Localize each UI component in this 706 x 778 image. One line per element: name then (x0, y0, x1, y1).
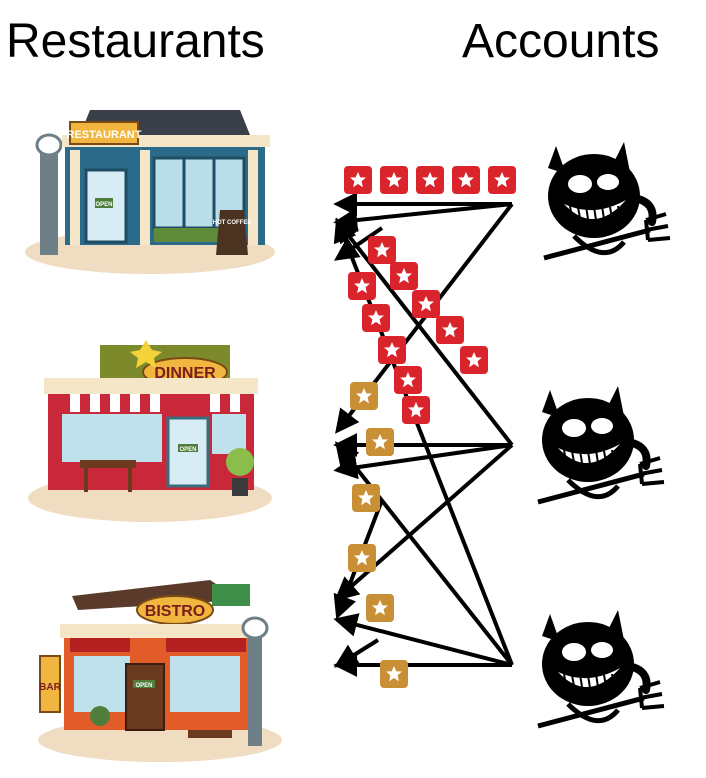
review-tiles (344, 166, 516, 688)
five-star-tile (452, 166, 480, 194)
five-star-tile (378, 336, 406, 364)
restaurant-door-sign-3: OPEN (135, 683, 152, 689)
one-star-tile (380, 660, 408, 688)
one-star-tile (366, 428, 394, 456)
restaurant-board-1: HOT COFFEE (213, 220, 252, 226)
five-star-tile (394, 366, 422, 394)
restaurants-heading: Restaurants (6, 15, 265, 68)
restaurant-building-2: DINNER OPEN (28, 340, 272, 522)
review-arrow (333, 638, 380, 668)
five-star-tile (460, 346, 488, 374)
restaurant-sign-3-label: BISTRO (145, 603, 205, 620)
restaurant-door-sign-1: OPEN (95, 202, 112, 208)
restaurant-sign-1 (69, 121, 139, 145)
five-star-tile (368, 236, 396, 264)
devil-icon (537, 610, 665, 729)
review-arrow (334, 443, 514, 602)
restaurant-sign-2-label: DINNER (154, 365, 216, 382)
review-arrow (333, 613, 513, 667)
five-star-tile (488, 166, 516, 194)
five-star-tile (344, 166, 372, 194)
five-star-tile (348, 272, 376, 300)
one-star-tile (352, 484, 380, 512)
five-star-tile (390, 262, 418, 290)
review-arrow (333, 443, 513, 480)
five-star-tile (380, 166, 408, 194)
accounts-heading: Accounts (462, 15, 660, 68)
devil-icon (537, 386, 665, 505)
restaurant-side-sign-3-label: BAR (39, 682, 61, 693)
restaurant-side-sign-3 (39, 655, 61, 713)
five-star-tile (402, 396, 430, 424)
review-arrow (335, 218, 514, 447)
devil-icon (543, 142, 671, 261)
restaurant-building-3: BISTRO OPEN BAR (38, 580, 282, 762)
one-star-tile (348, 544, 376, 572)
review-arrow (335, 441, 514, 667)
five-star-tile (416, 166, 444, 194)
restaurant-sign-1-label: RESTAURANT (67, 129, 142, 141)
one-star-tile (366, 594, 394, 622)
five-star-tile (362, 304, 390, 332)
five-star-tile (412, 290, 440, 318)
restaurant-building-1: RESTAURANT OPEN HOT COFFEE (25, 110, 275, 274)
review-arrow (333, 202, 513, 232)
accounts-group (537, 142, 671, 729)
five-star-tile (436, 316, 464, 344)
restaurant-door-sign-2: OPEN (179, 447, 196, 453)
review-arrow (334, 226, 384, 261)
one-star-tile (350, 382, 378, 410)
